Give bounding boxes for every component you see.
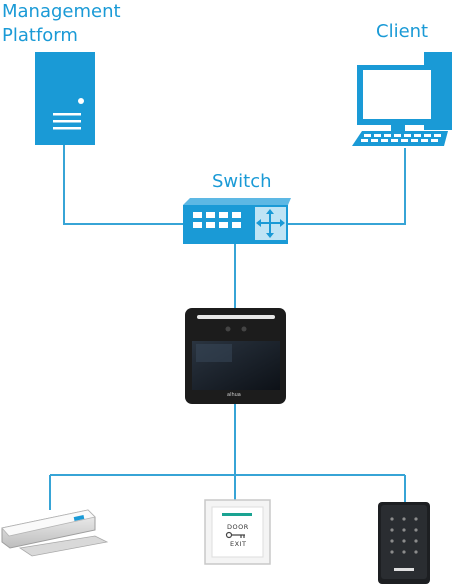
key-icon (225, 531, 245, 539)
client-label: Client (376, 21, 429, 42)
management-platform-label-line2: Platform (2, 25, 78, 46)
server-icon (35, 52, 95, 145)
network-switch-icon (183, 198, 291, 244)
magnetic-lock-icon (1, 509, 109, 557)
card-reader-keypad-icon (378, 502, 430, 584)
exit-button-text-exit: EXIT (230, 540, 247, 548)
connector-server-switch (63, 145, 183, 225)
exit-button-icon (204, 499, 271, 565)
desktop-computer-icon (352, 52, 452, 146)
terminal-brand-logo: alhua (227, 392, 241, 398)
switch-label: Switch (212, 171, 272, 192)
connector-client-switch (288, 148, 406, 225)
exit-button-text-door: DOOR (227, 523, 249, 531)
management-platform-label-line1: Management (2, 1, 121, 22)
management-platform-label: Management Platform (2, 0, 121, 48)
connector-lines (49, 145, 406, 510)
access-terminal-icon (185, 308, 286, 404)
